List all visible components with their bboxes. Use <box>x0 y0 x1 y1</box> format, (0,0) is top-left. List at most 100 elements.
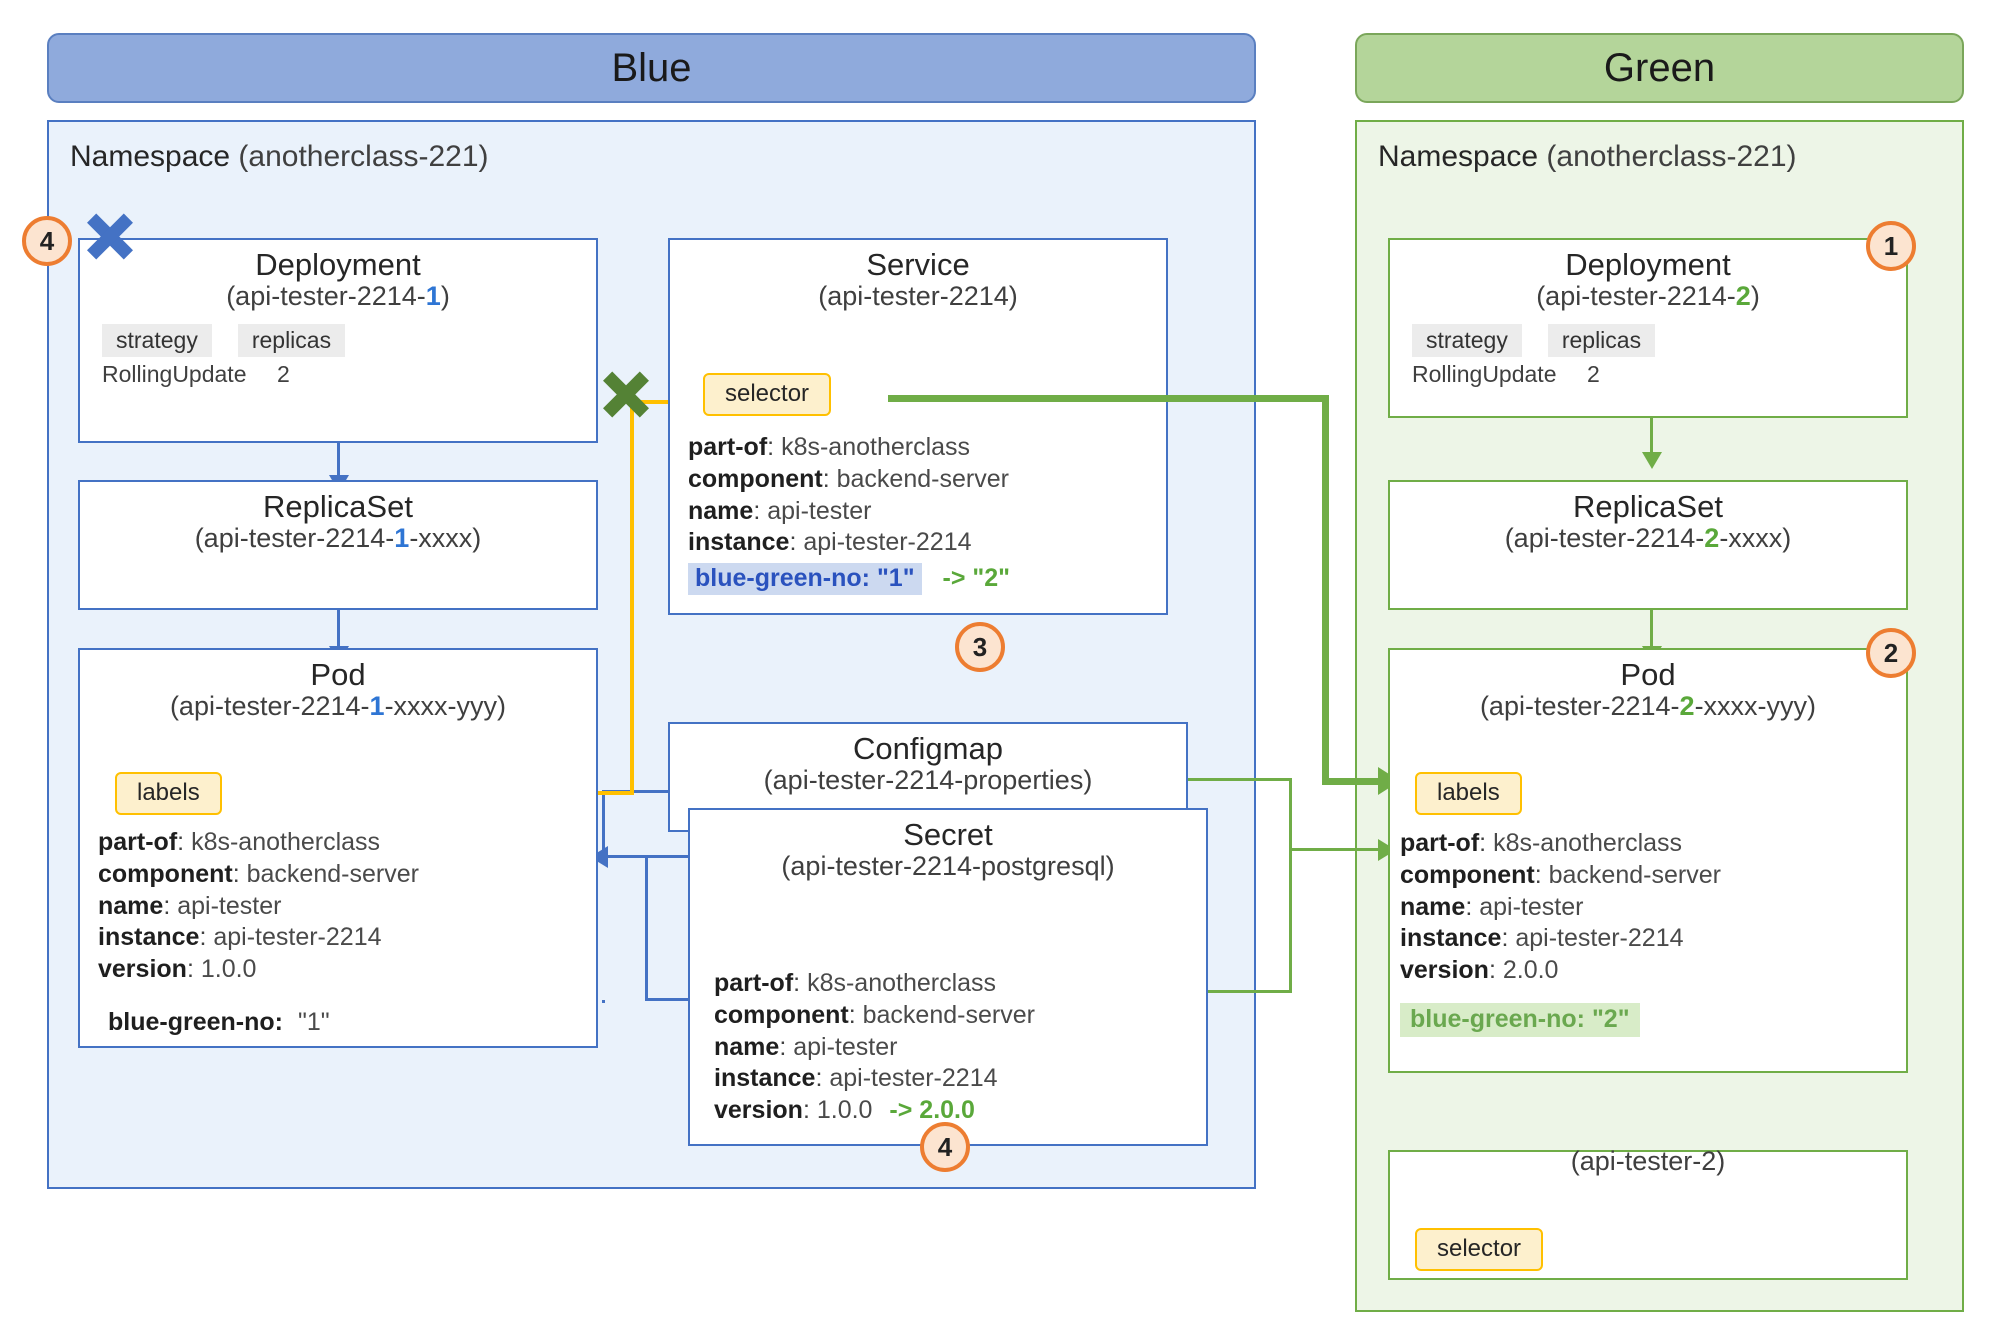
value-strategy: RollingUpdate <box>1412 360 1557 387</box>
badge-step-4-secret: 4 <box>920 1122 970 1172</box>
label-row: name: api-tester <box>98 891 282 920</box>
bluegreen-arrow: -> <box>942 564 966 592</box>
blue-deployment-chips: strategy replicas <box>80 312 596 357</box>
banner-blue-label: Blue <box>611 45 692 90</box>
blue-pod-labels-list: part-of: k8s-anotherclass component: bac… <box>98 827 419 1039</box>
blue-pod-labels-pill[interactable]: labels <box>115 772 222 815</box>
namespace-blue-name: (anotherclass-221) <box>238 140 489 173</box>
connector-secret-bluepod-b <box>645 998 700 1001</box>
green-pod-labels-pill[interactable]: labels <box>1415 772 1522 815</box>
label-row: name: api-tester <box>688 496 872 525</box>
blue-pod-title: Pod <box>310 657 366 692</box>
banner-blue: Blue <box>47 33 1256 103</box>
connector-cm-greenpod-v <box>1289 778 1292 993</box>
green-replicaset-title: ReplicaSet <box>1573 489 1723 524</box>
connector-cm-greenpod-top <box>1188 778 1292 781</box>
cross-out-selector-icon <box>600 370 652 422</box>
label-row: version: 1.0.0 <box>98 955 257 983</box>
selector-line-green-h1 <box>888 395 1328 402</box>
namespace-green-label: Namespace <box>1378 140 1539 173</box>
blue-configmap-title: Configmap <box>853 731 1003 766</box>
chip-strategy: strategy <box>102 323 212 357</box>
green-pod-labels-list: part-of: k8s-anotherclass component: bac… <box>1400 828 1721 1038</box>
blue-deployment-title: Deployment <box>255 247 421 282</box>
connector-cm-bluepod-v <box>602 790 605 858</box>
green-pod-box[interactable]: Pod (api-tester-2214-2-xxxx-yyy) <box>1388 648 1908 1073</box>
badge-step-2: 2 <box>1866 628 1916 678</box>
green-deployment-box[interactable]: Deployment (api-tester-2214-2) strategy … <box>1388 238 1908 418</box>
label-row: component: backend-server <box>688 464 1009 493</box>
value-replicas: 2 <box>277 360 290 387</box>
bluegreen-old-chip: blue-green-no: "1" <box>688 563 922 595</box>
blue-service-selector-list: part-of: k8s-anotherclass component: bac… <box>688 432 1010 596</box>
blue-configmap-name: (api-tester-2214-properties) <box>763 765 1093 796</box>
blue-service-title: Service <box>866 247 970 282</box>
banner-green-label: Green <box>1603 45 1716 90</box>
blue-pod-box[interactable]: Pod (api-tester-2214-1-xxxx-yyy) <box>78 648 598 1048</box>
connector-green-rs-pod <box>1650 610 1653 650</box>
green-pod-name: (api-tester-2214-2-xxxx-yyy) <box>1479 691 1817 722</box>
blue-deployment-name: (api-tester-2214-1) <box>226 281 450 312</box>
selector-line-blue-v <box>630 400 634 795</box>
label-row: instance: api-tester-2214 <box>98 923 382 952</box>
cross-out-blue-deployment-icon <box>84 212 136 264</box>
blue-pod-name: (api-tester-2214-1-xxxx-yyy) <box>169 691 507 722</box>
connector-cm-bluepod-top <box>602 790 700 793</box>
blue-secret-labels-list: part-of: k8s-anotherclass component: bac… <box>714 968 1035 1127</box>
namespace-blue-title: Namespace (anotherclass-221) <box>70 140 489 174</box>
connector-blue-rs-pod <box>337 610 340 650</box>
blue-replicaset-box[interactable]: ReplicaSet (api-tester-2214-1-xxxx) <box>78 480 598 610</box>
label-row: name: api-tester <box>1400 892 1584 921</box>
green-deployment-name: (api-tester-2214-2) <box>1536 281 1760 312</box>
value-strategy: RollingUpdate <box>102 360 247 387</box>
blue-pod-bluegreen-row: blue-green-no: "1" <box>108 1007 330 1036</box>
bluegreen-green-chip: blue-green-no: "2" <box>1400 1002 1640 1037</box>
connector-spacer <box>602 1000 605 1003</box>
bluegreen-new: "2" <box>972 564 1011 592</box>
connector-green-deploy-rs <box>1650 418 1653 456</box>
connector-cm-greenpod-bottom <box>1208 990 1292 993</box>
chip-replicas: replicas <box>237 323 346 357</box>
banner-green: Green <box>1355 33 1964 103</box>
blue-secret-box[interactable]: Secret (api-tester-2214-postgresql) part… <box>688 808 1208 1146</box>
label-row: version: 2.0.0 <box>1400 956 1559 984</box>
green-service-selector-pill[interactable]: selector <box>1415 1228 1544 1271</box>
blue-service-selector-pill[interactable]: selector <box>703 373 832 416</box>
label-row: component: backend-server <box>98 859 419 888</box>
connector-secret-greenpod <box>1289 848 1384 851</box>
connector-blue-deploy-rs <box>337 443 340 479</box>
blue-deployment-values: RollingUpdate 2 <box>80 357 596 388</box>
label-row: part-of: k8s-anotherclass <box>688 433 971 461</box>
blue-secret-version-row: version: 1.0.0 -> 2.0.0 <box>714 1096 975 1124</box>
green-pod-bluegreen-row: blue-green-no: "2" <box>1400 987 1721 1038</box>
arrowhead-green-rs <box>1642 452 1662 469</box>
namespace-blue-label: Namespace <box>70 140 231 173</box>
label-row: instance: api-tester-2214 <box>1400 924 1684 953</box>
green-replicaset-name: (api-tester-2214-2-xxxx) <box>1504 523 1792 554</box>
badge-step-1: 1 <box>1866 221 1916 271</box>
chip-strategy: strategy <box>1412 323 1522 357</box>
label-row: instance: api-tester-2214 <box>714 1064 998 1093</box>
blue-replicaset-name: (api-tester-2214-1-xxxx) <box>194 523 482 554</box>
selector-line-green-h2 <box>1322 778 1382 785</box>
namespace-green-title: Namespace (anotherclass-221) <box>1378 140 1797 174</box>
label-row: part-of: k8s-anotherclass <box>1400 829 1683 857</box>
chip-replicas: replicas <box>1547 323 1656 357</box>
badge-step-3: 3 <box>955 622 1005 672</box>
green-deployment-chips: strategy replicas <box>1390 312 1906 357</box>
blue-service-box[interactable]: Service (api-tester-2214) <box>668 238 1168 615</box>
blue-deployment-box[interactable]: Deployment (api-tester-2214-1) strategy … <box>78 238 598 443</box>
green-replicaset-box[interactable]: ReplicaSet (api-tester-2214-2-xxxx) <box>1388 480 1908 610</box>
green-service-name: (api-tester-2) <box>1570 1146 1726 1176</box>
connector-secret-bluepod-v <box>645 855 648 1000</box>
value-replicas: 2 <box>1587 360 1600 387</box>
label-row: instance: api-tester-2214 <box>688 528 972 557</box>
blue-secret-name: (api-tester-2214-postgresql) <box>781 851 1115 882</box>
connector-cm-bluepod-h <box>602 855 702 858</box>
namespace-green-name: (anotherclass-221) <box>1546 140 1797 173</box>
green-deployment-title: Deployment <box>1565 247 1731 282</box>
label-row: part-of: k8s-anotherclass <box>98 828 381 856</box>
label-row: part-of: k8s-anotherclass <box>714 969 997 997</box>
blue-replicaset-title: ReplicaSet <box>263 489 413 524</box>
label-row: component: backend-server <box>714 1000 1035 1029</box>
